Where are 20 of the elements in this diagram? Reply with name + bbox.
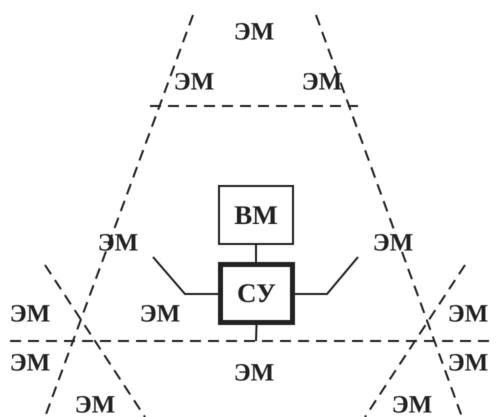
connector-line xyxy=(255,324,258,342)
module-label: ЭМ xyxy=(174,70,214,94)
block-box xyxy=(218,185,294,245)
module-label: ЭМ xyxy=(10,350,50,376)
module-label: ЭМ xyxy=(234,360,274,386)
module-label: ЭМ xyxy=(392,392,432,417)
connector-line xyxy=(152,256,218,295)
module-label: ЭМ xyxy=(448,350,488,376)
block-label: СУ xyxy=(237,280,276,307)
connector-line xyxy=(295,256,359,295)
module-label: ЭМ xyxy=(10,302,50,326)
module-label: ЭМ xyxy=(448,302,488,326)
module-label: ЭМ xyxy=(74,392,116,417)
module-label: ЭМ xyxy=(140,302,180,326)
module-label: ЭМ xyxy=(234,20,274,44)
module-label: ЭМ xyxy=(98,230,138,256)
module-label: ЭМ xyxy=(302,70,342,94)
block-box xyxy=(218,262,295,325)
block-label: ВМ xyxy=(234,202,278,228)
connector-line xyxy=(255,245,257,262)
